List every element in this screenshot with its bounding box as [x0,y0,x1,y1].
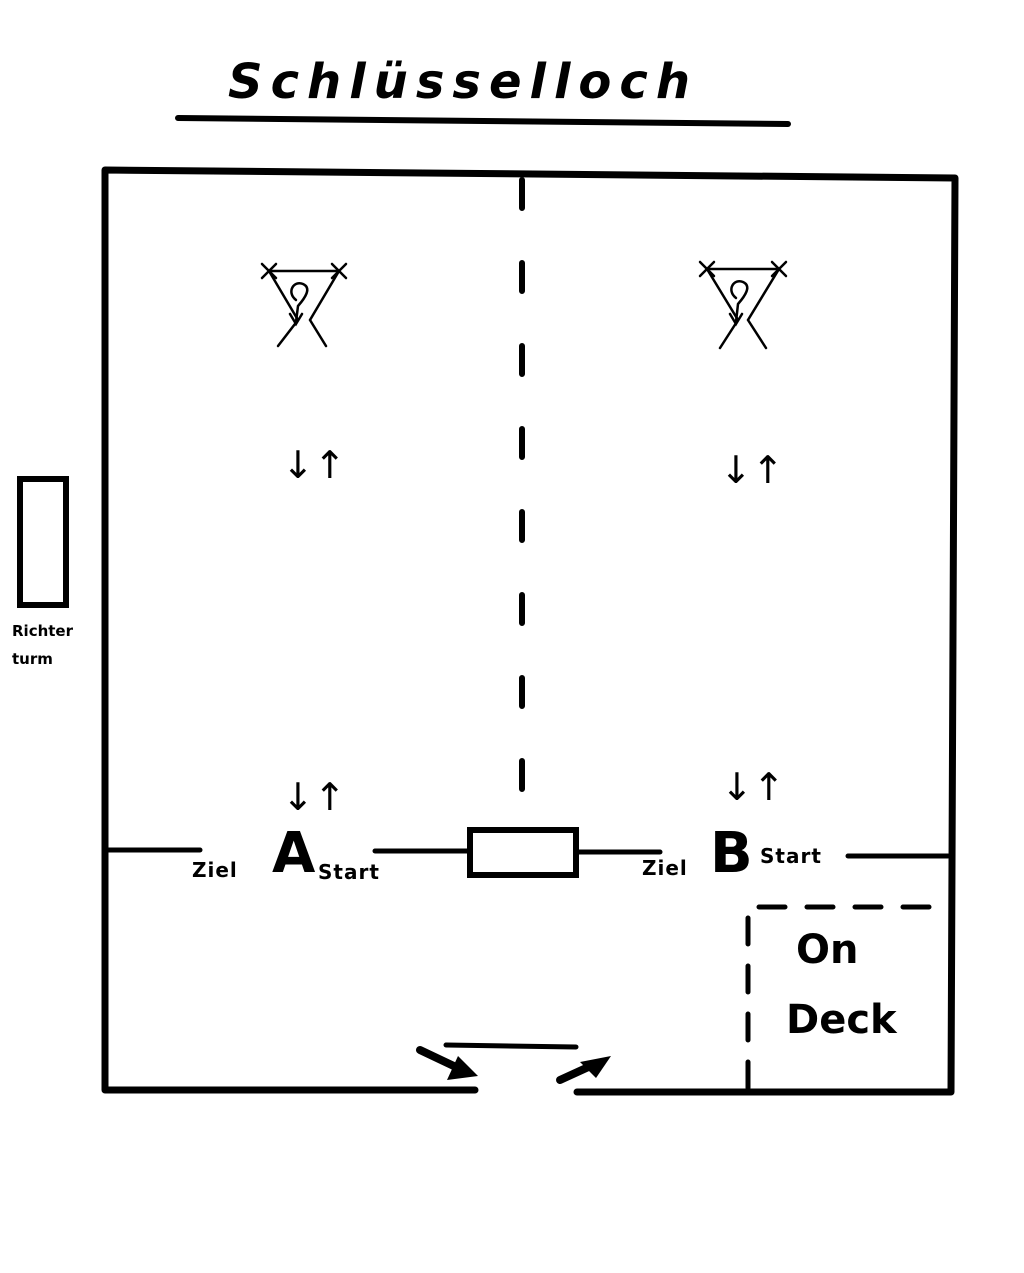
on-deck-area-dashed [745,904,948,1091]
judges-tower-box [17,476,69,608]
lane-a-letter: A [272,821,316,886]
direction-arrows-lane-a-lower: ↓↑ [282,775,346,819]
lane-a-start-label: Start [318,860,380,884]
lane-b-finish-label: Ziel [642,856,688,880]
on-deck-label-line1: On [796,927,859,973]
keyhole-marker-icon-b [698,260,788,350]
gate-bar [443,1042,579,1050]
lane-a-finish-label: Ziel [192,858,238,882]
judges-tower-label-line2: turm [12,650,53,668]
on-deck-label-line2: Deck [786,997,897,1043]
lane-b-letter: B [710,821,753,886]
center-box [467,827,579,878]
direction-arrows-lane-b-upper: ↓↑ [720,448,784,492]
judges-tower-label-line1: Richter [12,622,74,640]
direction-arrows-lane-a-upper: ↓↑ [282,443,346,487]
direction-arrows-lane-b-lower: ↓↑ [721,765,785,809]
entry-arrow-right-icon [556,1056,611,1084]
entry-arrow-left-icon [416,1046,478,1080]
keyhole-marker-icon-a [260,262,348,348]
arena-wall [101,166,959,1096]
diagram-title: Schlüsselloch [228,54,699,110]
title-underline [175,115,791,127]
lane-b-start-label: Start [760,844,822,868]
